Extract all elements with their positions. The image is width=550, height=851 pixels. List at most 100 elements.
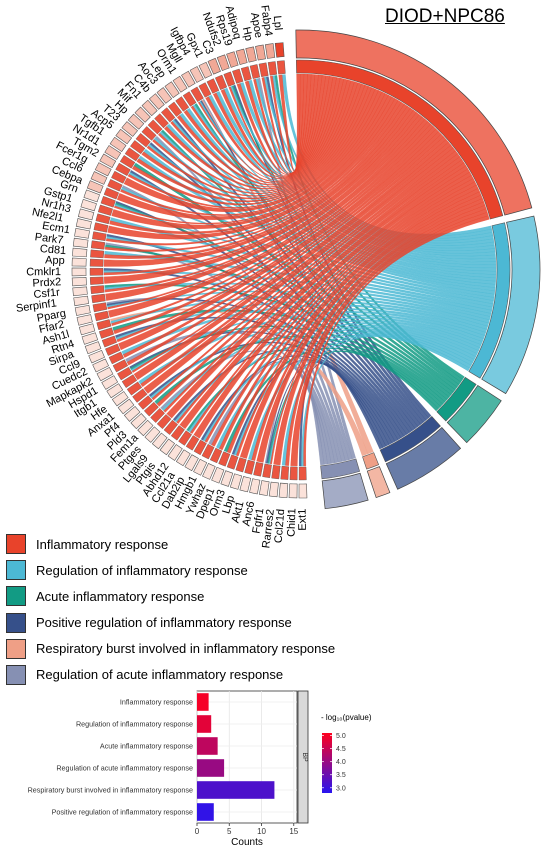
chord-ribbon — [301, 335, 470, 467]
x-axis-label: Counts — [231, 837, 263, 848]
gene-arc-inner — [117, 366, 133, 381]
gene-arc-inner — [170, 425, 185, 441]
gene-arc-inner — [137, 395, 153, 410]
gene-block — [226, 51, 239, 68]
chord-ribbon — [268, 332, 474, 464]
gene-block — [71, 277, 87, 287]
category-label: Regulation of acute inflammatory respons… — [56, 764, 193, 773]
gene-arc-inner — [185, 435, 200, 451]
gene-arc-inner — [253, 461, 264, 477]
chord-ribbon — [109, 98, 399, 234]
colorbar-tick-label: 3.5 — [336, 772, 346, 779]
gene-block — [264, 43, 276, 59]
chord-ribbon — [106, 101, 405, 246]
gene-arc-inner — [276, 60, 286, 75]
x-tick-label: 0 — [195, 827, 200, 836]
gene-block — [121, 121, 138, 137]
chord-ribbon — [261, 73, 308, 173]
legend-item: Positive regulation of inflammatory resp… — [6, 610, 546, 635]
gene-arc-inner — [93, 222, 109, 233]
chord-ribbon — [116, 128, 439, 343]
chord-ribbon — [172, 349, 396, 444]
gene-arc-inner — [206, 78, 220, 94]
gene-arc-inner — [94, 310, 110, 322]
chord-ribbon — [179, 165, 469, 430]
legend-label: Regulation of acute inflammatory respons… — [36, 667, 284, 683]
chord-ribbon — [236, 74, 319, 175]
colorbar-title: - log₁₀(pvalue) — [321, 713, 372, 722]
gene-arc-inner — [232, 68, 244, 84]
gene-block — [175, 449, 191, 467]
legend-label: Regulation of inflammatory response — [36, 562, 248, 578]
chord-ribbon — [270, 73, 305, 173]
chord-ribbon — [108, 121, 431, 318]
chord-ribbon — [111, 123, 434, 326]
gene-arc-inner — [214, 74, 228, 91]
gene-block — [274, 42, 285, 58]
chord-ribbon — [303, 215, 490, 467]
gene-arc-inner — [244, 459, 255, 475]
gene-block — [159, 438, 176, 456]
gene-block — [109, 136, 127, 152]
gene-block — [167, 444, 183, 461]
gene-arc-inner — [160, 107, 176, 123]
legend-label: Acute inflammatory response — [36, 588, 205, 604]
gene-arc-inner — [178, 430, 192, 446]
gene-arc-inner — [103, 187, 120, 200]
gene-arc-inner — [249, 64, 261, 79]
bar — [197, 693, 209, 711]
chord-ribbon — [111, 96, 396, 229]
chord-ribbon — [223, 87, 496, 254]
legend-item: Acute inflammatory response — [6, 584, 546, 609]
gene-arc-inner — [111, 170, 127, 184]
gene-block — [198, 61, 213, 79]
gene-block — [216, 54, 230, 72]
gene-arc-inner — [121, 374, 138, 388]
gene-block — [189, 66, 204, 83]
chord-ribbon — [103, 112, 420, 284]
gene-block — [77, 208, 95, 221]
bar — [197, 781, 275, 799]
gene-block — [249, 478, 261, 495]
gene-arc-inner — [271, 464, 281, 480]
category-label: Respiratory burst involved in inflammato… — [28, 786, 193, 795]
gene-block — [255, 44, 266, 61]
chord-ribbon — [239, 191, 482, 459]
gene-block — [211, 466, 225, 484]
gene-block — [101, 375, 119, 390]
gene-arc-inner — [124, 147, 141, 162]
gene-arc-inner — [223, 71, 236, 87]
gene-arc-inner — [98, 327, 115, 339]
chord-ribbon — [103, 110, 417, 276]
gene-block — [229, 473, 243, 490]
gene-arc-inner — [198, 82, 212, 98]
gene-block — [127, 113, 145, 130]
gene-block — [74, 305, 91, 316]
legend-swatch — [6, 612, 26, 633]
term-arc-outer — [295, 29, 533, 216]
chord-ribbon — [251, 194, 483, 461]
gene-block — [148, 93, 165, 110]
term-arc-outer — [321, 472, 369, 510]
term-arc-inner — [362, 452, 380, 470]
chord-ribbon — [273, 205, 487, 466]
chord-ribbon — [164, 80, 355, 190]
gene-arc-inner — [108, 351, 125, 365]
legend-swatch — [6, 638, 26, 659]
gene-arc-inner — [91, 293, 106, 304]
bar — [197, 759, 225, 777]
term-arc-inner — [379, 415, 441, 463]
gene-arc-inner — [156, 414, 172, 430]
bar — [197, 737, 218, 755]
gene-arc-inner — [89, 276, 104, 285]
chord-ribbon — [143, 147, 456, 394]
chord-ribbon — [256, 198, 484, 463]
chord-ribbon — [146, 83, 366, 197]
gene-arc-inner — [132, 388, 148, 403]
legend-item: Respiratory burst involved in inflammato… — [6, 636, 546, 661]
gene-arc-inner — [92, 231, 107, 241]
gene-block — [123, 405, 141, 422]
